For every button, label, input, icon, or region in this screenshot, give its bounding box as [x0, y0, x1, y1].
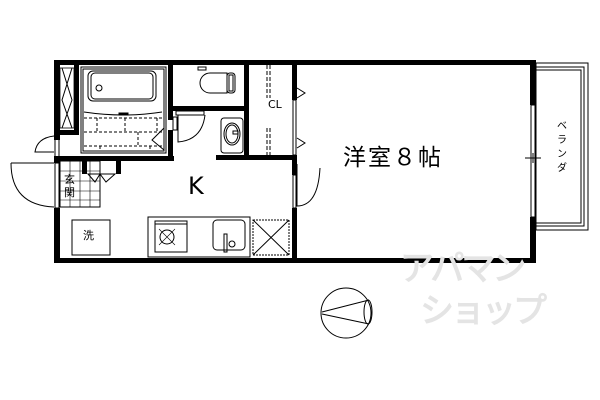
walls: [54, 60, 536, 263]
entrance-label: 玄関: [64, 173, 75, 199]
main-room-label: 洋室８帖: [343, 145, 443, 171]
closet-label: CL: [268, 98, 282, 111]
watermark-line2: ショップ: [420, 291, 547, 331]
watermark-line1: アパマン: [400, 249, 526, 289]
kitchen-label: K: [188, 172, 204, 200]
balcony-label: ベランダ: [557, 121, 567, 174]
washer-label: 洗: [83, 229, 94, 242]
fixtures: [10, 62, 589, 339]
